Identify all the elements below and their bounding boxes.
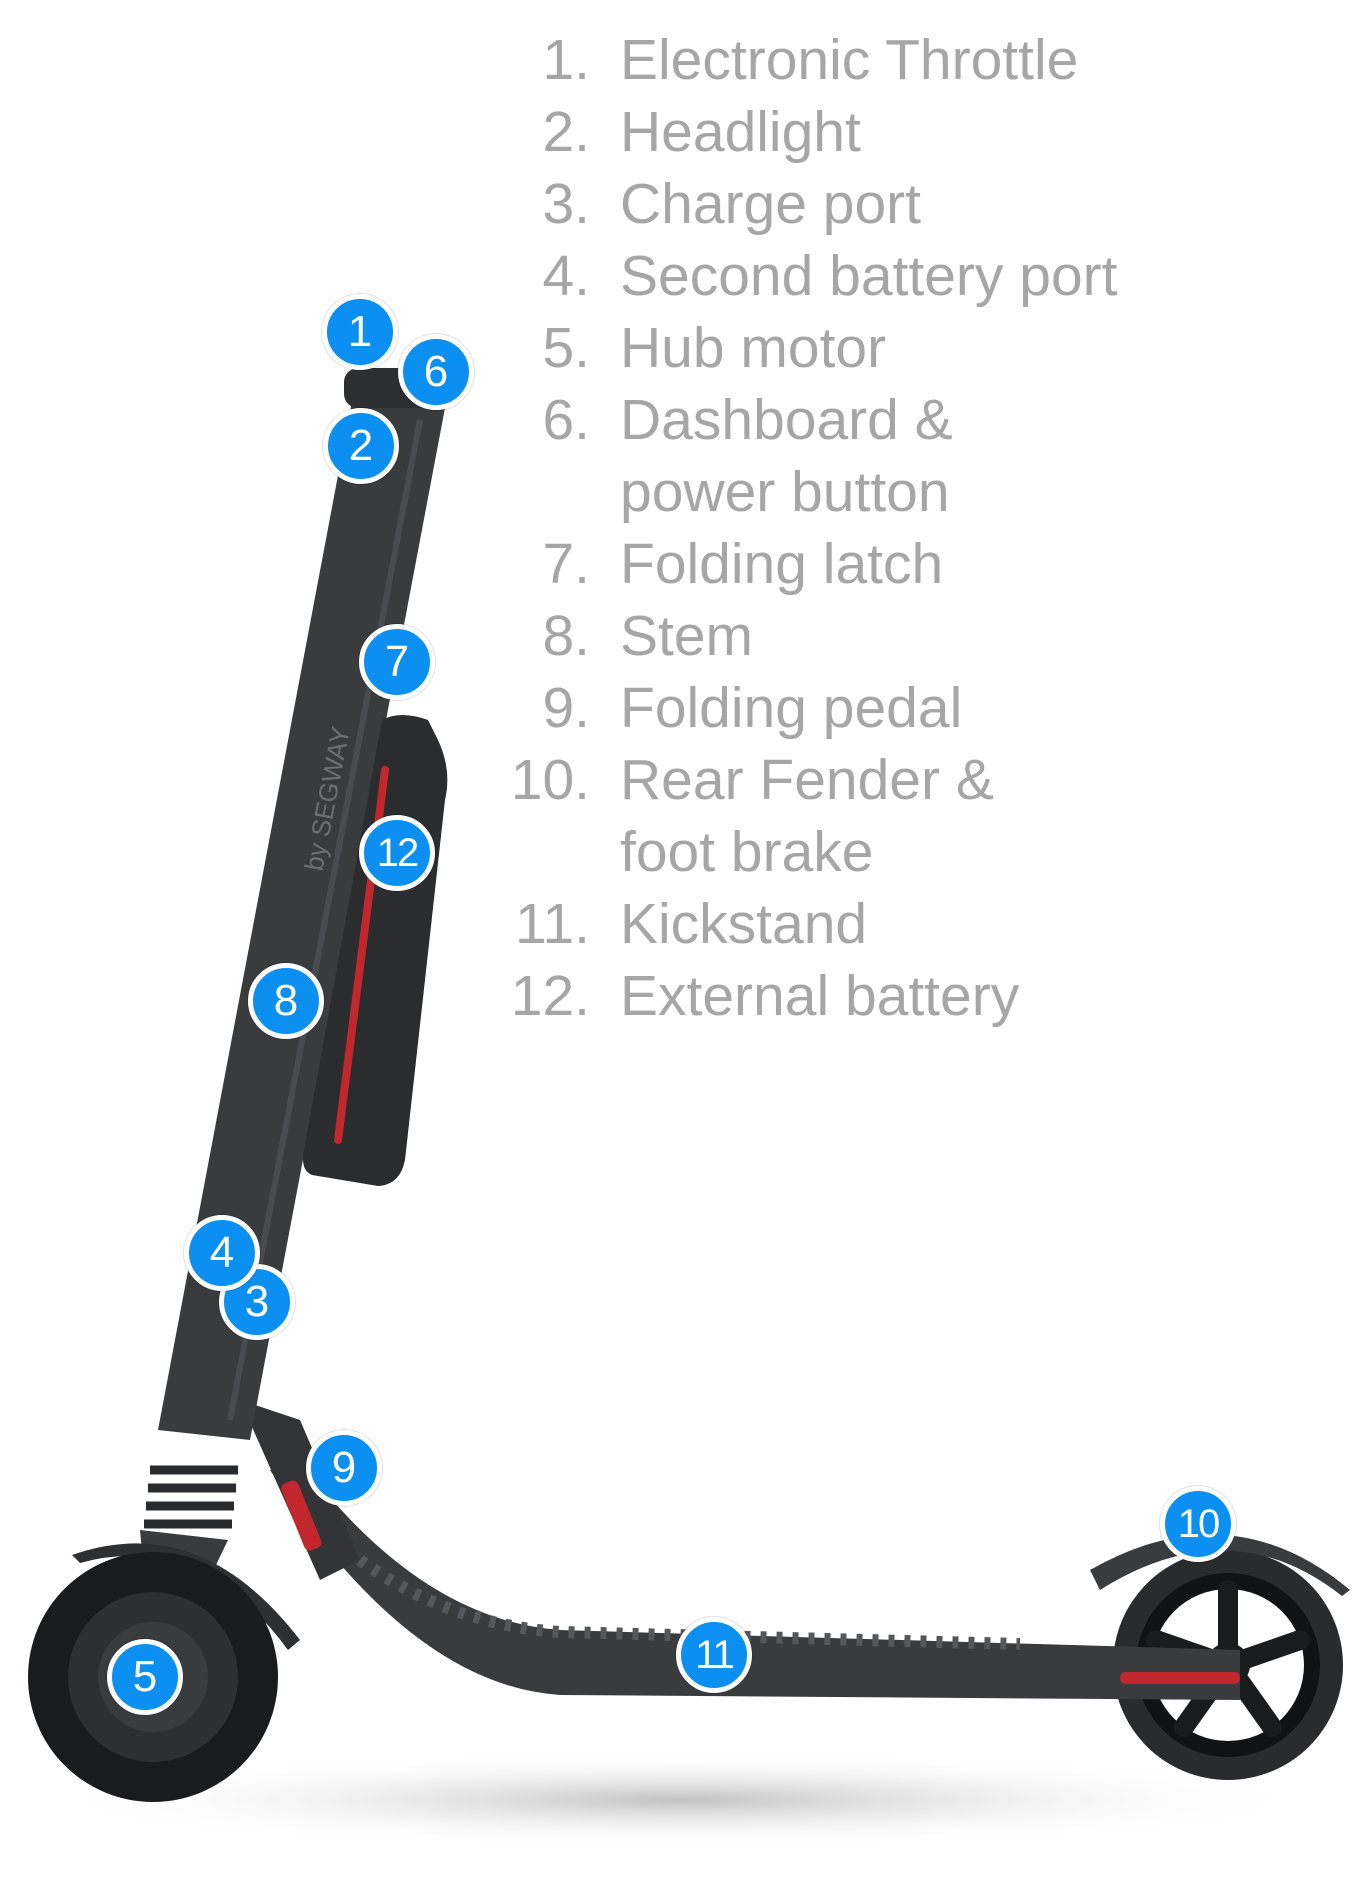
badge-second-battery-port: 4 [184, 1215, 260, 1291]
legend-item: 3.Charge port [542, 172, 922, 236]
badge-folding-pedal: 9 [306, 1430, 382, 1506]
floor-shadow [40, 1752, 1320, 1848]
badge-folding-latch: 7 [359, 624, 435, 700]
legend-item: 1.Electronic Throttle [542, 28, 1079, 92]
legend-item: 11.Kickstand [514, 892, 868, 956]
legend-item: 8.Stem [542, 604, 754, 668]
fork-spring [144, 1465, 238, 1529]
legend-item: 10.Rear Fender & [510, 748, 994, 812]
legend-item: 9.Folding pedal [542, 676, 963, 740]
deck [270, 1460, 1240, 1700]
legend-item: 7.Folding latch [542, 532, 944, 596]
rear-reflector [1120, 1672, 1240, 1684]
badge-stem: 8 [248, 963, 324, 1039]
badge-electronic-throttle: 1 [322, 294, 398, 370]
badge-headlight: 2 [323, 408, 399, 484]
legend-item-continued: power button [620, 460, 950, 524]
parts-legend: 1.Electronic Throttle 2.Headlight 3.Char… [470, 24, 1180, 1032]
legend-item: 6.Dashboard & [542, 388, 953, 452]
badge-rear-fender: 10 [1160, 1486, 1236, 1562]
legend-item-continued: foot brake [620, 820, 874, 884]
legend-item: 5.Hub motor [542, 316, 887, 380]
legend-item: 12.External battery [510, 964, 1020, 1028]
legend-item: 4.Second battery port [542, 244, 1118, 308]
badge-dashboard-power: 6 [398, 334, 474, 410]
legend-item: 2.Headlight [542, 100, 861, 164]
badge-hub-motor: 5 [107, 1639, 183, 1715]
badge-kickstand: 11 [676, 1617, 752, 1693]
rear-fender [1090, 1534, 1350, 1596]
badge-external-battery: 12 [359, 815, 435, 891]
